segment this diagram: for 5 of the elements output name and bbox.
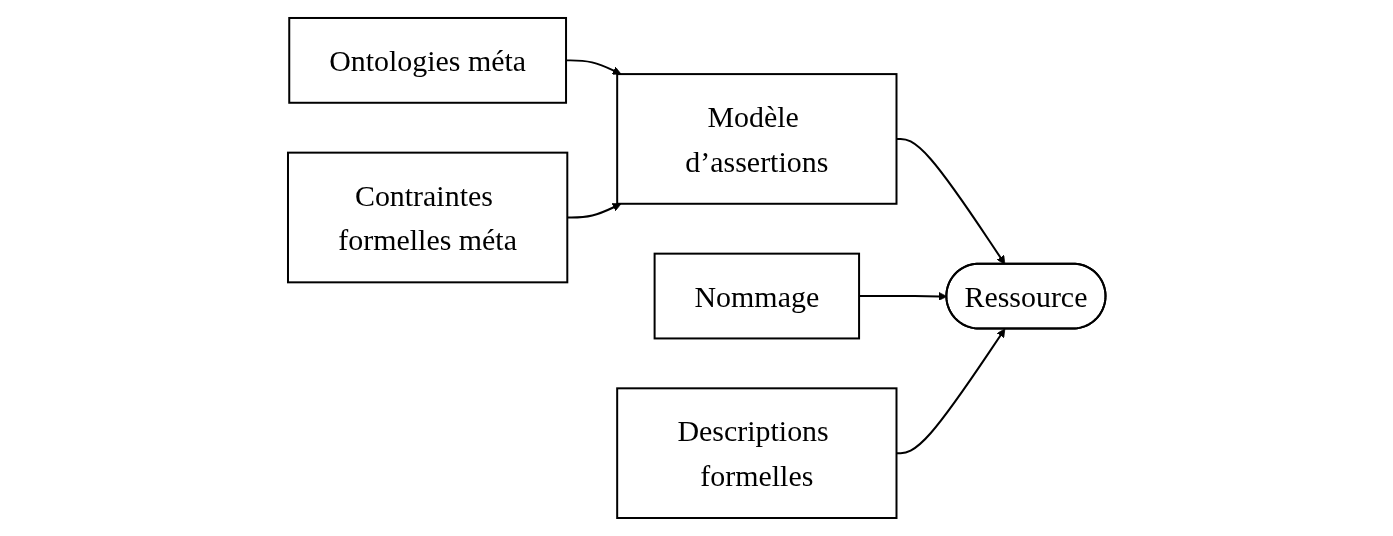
node-box: Nommage xyxy=(653,252,860,340)
node-box: Modèle d’assertions xyxy=(615,73,898,205)
node-box: Descriptions formelles xyxy=(615,387,898,519)
node-box: Ontologies méta xyxy=(288,17,567,104)
node-box: Contraintes formelles méta xyxy=(286,151,569,284)
